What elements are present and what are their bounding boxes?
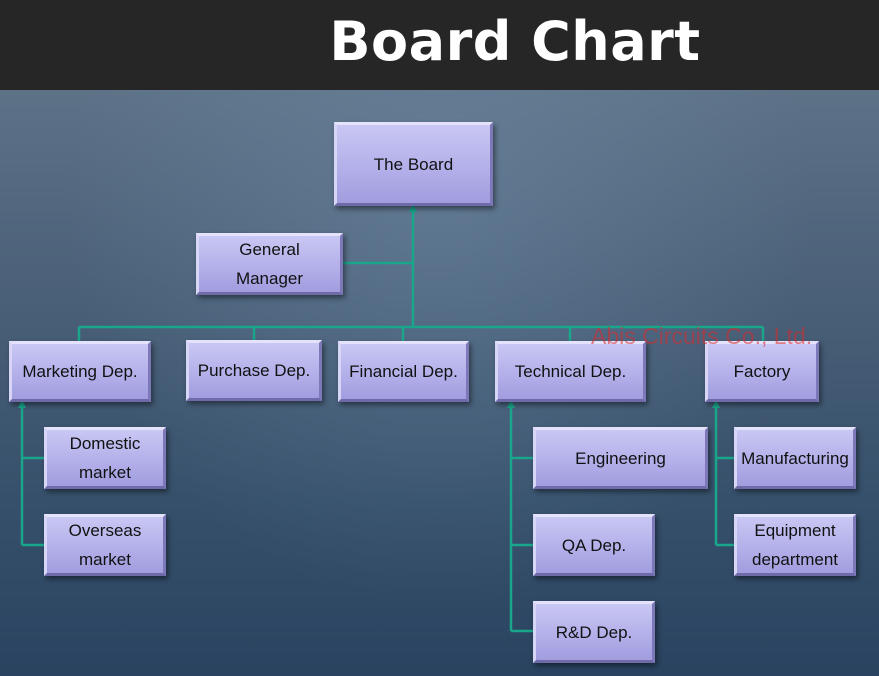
node-factory: Factory xyxy=(705,341,819,402)
node-marketing-dep: Marketing Dep. xyxy=(9,341,151,402)
watermark-text: Abis Circuits Co., Ltd. xyxy=(591,323,813,349)
node-engineering: Engineering xyxy=(533,427,708,489)
node-general-manager: General Manager xyxy=(196,233,343,295)
node-purchase-dep: Purchase Dep. xyxy=(186,340,322,401)
marketing-arrow xyxy=(18,400,26,408)
factory-arrow xyxy=(712,400,720,408)
node-equipment-department: Equipment department xyxy=(734,514,856,576)
node-overseas-market: Overseas market xyxy=(44,514,166,576)
node-manufacturing: Manufacturing xyxy=(734,427,856,489)
technical-arrow xyxy=(507,400,515,408)
node-the-board: The Board xyxy=(334,122,493,206)
header-bar: Board Chart xyxy=(0,0,879,90)
node-qa-dep: QA Dep. xyxy=(533,514,655,576)
board-arrow xyxy=(409,204,417,212)
node-technical-dep: Technical Dep. xyxy=(495,341,646,402)
node-domestic-market: Domestic market xyxy=(44,427,166,489)
node-rd-dep: R&D Dep. xyxy=(533,601,655,663)
page-title: Board Chart xyxy=(329,10,701,73)
node-financial-dep: Financial Dep. xyxy=(338,341,469,402)
